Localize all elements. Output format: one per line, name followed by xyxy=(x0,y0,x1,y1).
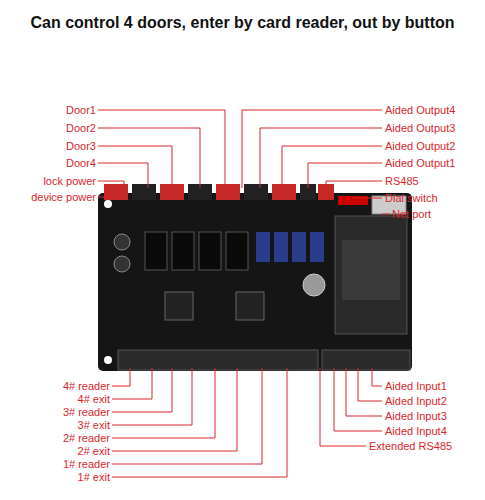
mount-hole xyxy=(104,200,112,208)
callout-label: 2# exit xyxy=(78,444,110,458)
callout-label: Dial switch xyxy=(385,191,438,205)
terminal-block xyxy=(244,184,268,200)
chip xyxy=(236,292,264,320)
callout-label: Door4 xyxy=(66,156,96,170)
callout-label: Door3 xyxy=(66,139,96,153)
battery xyxy=(303,274,325,296)
terminal-block xyxy=(216,184,240,200)
callout-label: Door1 xyxy=(66,103,96,117)
chip xyxy=(165,292,193,320)
module-sticker xyxy=(342,240,400,300)
callout-label: Aided Input3 xyxy=(385,409,447,423)
leader-line xyxy=(98,197,112,198)
leader-line xyxy=(98,146,172,188)
terminal-strip xyxy=(118,350,318,370)
callout-label: 1# exit xyxy=(78,470,110,484)
leader-line xyxy=(372,368,382,386)
leader-line xyxy=(352,198,382,199)
small-relay xyxy=(274,232,288,262)
callout-label: lock power xyxy=(43,174,96,188)
callout-label: device power xyxy=(31,190,96,204)
leader-line xyxy=(112,368,130,386)
callout-label: 4# exit xyxy=(78,392,110,406)
callout-label: Door2 xyxy=(66,121,96,135)
leader-line xyxy=(346,368,382,416)
capacitor xyxy=(114,256,130,272)
relay xyxy=(172,232,194,270)
leader-line xyxy=(308,163,382,188)
callout-label: Aided Output4 xyxy=(385,103,455,117)
callout-label: Aided Output2 xyxy=(385,139,455,153)
callout-label: Aided Input4 xyxy=(385,424,447,438)
leader-line xyxy=(98,128,200,188)
relay xyxy=(199,232,221,270)
leader-line xyxy=(320,368,366,446)
callout-label: RS485 xyxy=(385,174,419,188)
leader-line xyxy=(358,368,382,401)
leader-line xyxy=(282,146,382,188)
callout-label: Aided Output1 xyxy=(385,156,455,170)
small-relay xyxy=(310,232,324,262)
callout-label: 4# reader xyxy=(63,379,110,393)
callout-label: Aided Output3 xyxy=(385,121,455,135)
dial-switch xyxy=(338,196,368,205)
leader-line xyxy=(334,368,382,431)
callout-label: 3# exit xyxy=(78,418,110,432)
leader-line xyxy=(112,368,237,451)
leader-line xyxy=(242,110,382,188)
leader-line xyxy=(382,214,390,215)
small-relay xyxy=(256,232,270,262)
terminal-block xyxy=(272,184,296,200)
terminal-strip xyxy=(322,350,410,370)
callout-label: Extended RS485 xyxy=(369,439,452,453)
leader-line xyxy=(98,181,124,188)
callout-label: Net port xyxy=(392,207,431,221)
leader-line xyxy=(98,163,148,188)
callout-label: Aided Input2 xyxy=(385,394,447,408)
network-module xyxy=(335,216,407,334)
leader-line xyxy=(112,368,192,425)
leader-line xyxy=(260,128,382,188)
callout-label: 1# reader xyxy=(63,457,110,471)
mount-hole xyxy=(104,356,112,364)
leader-line xyxy=(112,368,287,477)
leader-line xyxy=(112,368,262,464)
leader-line xyxy=(98,110,225,188)
callout-label: Aided Input1 xyxy=(385,379,447,393)
terminal-block xyxy=(132,184,156,200)
capacitor xyxy=(114,234,130,250)
circuit-board xyxy=(98,193,412,371)
small-relay xyxy=(292,232,306,262)
callout-label: 2# reader xyxy=(63,431,110,445)
leader-lines xyxy=(98,110,390,477)
leader-line xyxy=(112,368,215,438)
callout-label: 3# reader xyxy=(63,405,110,419)
title: Can control 4 doors, enter by card reade… xyxy=(0,14,485,32)
leader-line xyxy=(112,368,152,399)
leader-line xyxy=(326,181,382,188)
leader-line xyxy=(112,368,172,412)
relay xyxy=(145,232,167,270)
relay xyxy=(226,232,248,270)
